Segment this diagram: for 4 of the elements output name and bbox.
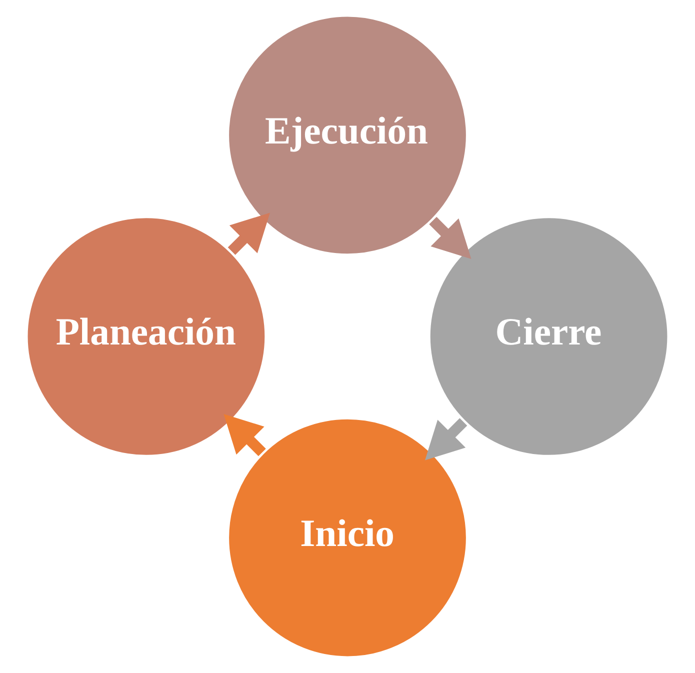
arrow — [224, 414, 266, 456]
arrow — [425, 418, 468, 460]
arrow — [228, 212, 270, 255]
arrow — [429, 216, 472, 259]
